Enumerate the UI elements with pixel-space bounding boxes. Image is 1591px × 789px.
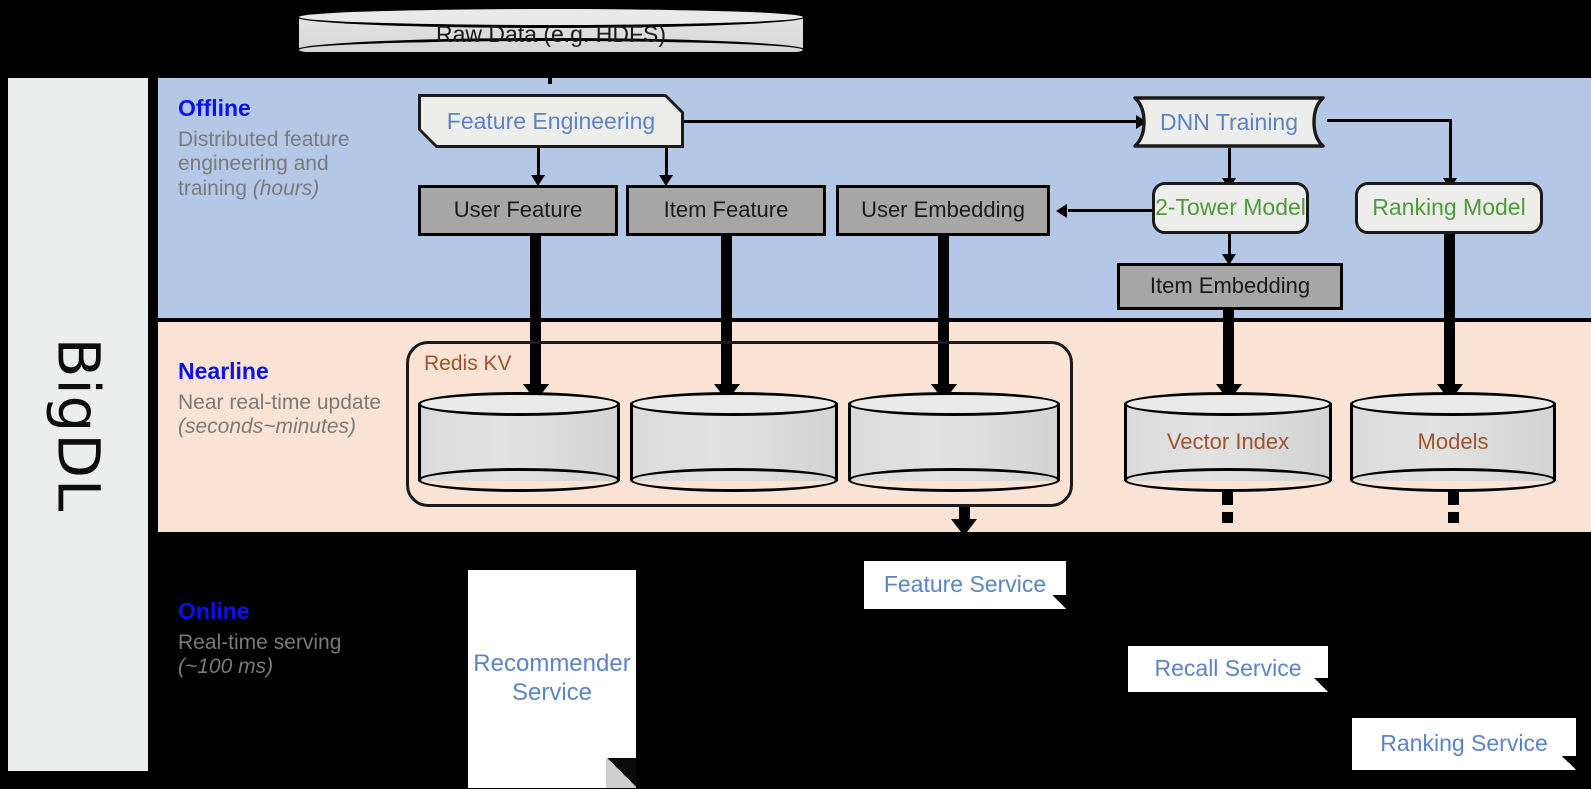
arrow-twotower-to-itememb-line: [1228, 234, 1231, 262]
arrow-rawdata-to-fe-head: [537, 62, 563, 79]
bigdl-text: BigDL: [44, 337, 113, 512]
bigdl-label: BigDL: [8, 78, 148, 771]
online-title: Online: [178, 598, 250, 624]
user-feature-label: User Feature: [453, 197, 583, 223]
connector-itemembedding-to-vectorindex: [1223, 308, 1234, 394]
cyl-top: [630, 392, 838, 416]
dnn-training-label: DNN Training: [1159, 108, 1299, 135]
arrow-twotower-to-userembedding-line: [1068, 209, 1160, 212]
cyl-bottom: [848, 468, 1060, 492]
item-embedding-label: Item Embedding: [1149, 273, 1311, 299]
connector-userfeature-to-redis: [530, 234, 541, 394]
cyl-body: [1124, 403, 1332, 481]
connector-vectorindex-stub-1: [1222, 492, 1233, 505]
item-feature-label: Item Feature: [663, 197, 789, 223]
recommender-service-label: Recommender Service: [473, 650, 631, 706]
arrow-dnn-to-ranking-v: [1449, 119, 1452, 182]
raw-data-cylinder-bottom: [296, 38, 806, 62]
redis-cylinder-item-feature: [630, 392, 838, 492]
nearline-subtitle: Near real-time update (seconds~minutes): [178, 391, 382, 439]
arrow-fe-to-itemfeature-line: [665, 148, 668, 178]
feature-service-label: Feature Service: [883, 571, 1047, 598]
two-tower-model-node[interactable]: 2-Tower Model: [1152, 182, 1309, 234]
connector-itemfeature-to-redis: [721, 234, 732, 394]
arrow-fe-to-itemfeature-head: [659, 175, 673, 186]
offline-title: Offline: [178, 95, 251, 121]
item-embedding-node[interactable]: Item Embedding: [1117, 263, 1343, 310]
cyl-top: [1350, 392, 1556, 416]
cyl-bottom: [1350, 468, 1556, 492]
connector-userembedding-to-redis: [938, 234, 949, 394]
user-embedding-node[interactable]: User Embedding: [836, 185, 1050, 236]
recall-service-label: Recall Service: [1154, 655, 1302, 682]
cyl-top: [848, 392, 1060, 416]
models-cylinder[interactable]: Models: [1350, 392, 1556, 492]
raw-data-cylinder-top: [296, 6, 806, 28]
page-fold-icon: [1562, 756, 1576, 770]
dnn-training-shape: [1133, 96, 1325, 148]
connector-vectorindex-stub-2: [1222, 512, 1233, 523]
models-label: Models: [1417, 429, 1489, 454]
arrow-dnn-to-twotower-line: [1228, 148, 1231, 182]
user-feature-node[interactable]: User Feature: [418, 185, 618, 236]
cyl-bottom: [1124, 468, 1332, 492]
feature-engineering-label: Feature Engineering: [421, 97, 681, 145]
recall-service-node[interactable]: Recall Service: [1128, 646, 1328, 692]
cyl-body: [630, 403, 838, 481]
arrow-twotower-to-itememb-head: [1222, 254, 1236, 265]
cyl-bottom: [418, 468, 620, 492]
cyl-top: [1124, 392, 1332, 416]
redis-kv-group: [406, 341, 1073, 507]
feature-engineering-node[interactable]: Feature Engineering: [418, 94, 684, 148]
arrow-twotower-to-userembedding-head: [1056, 204, 1067, 218]
arrow-fe-to-dnn-line: [684, 120, 1136, 123]
two-tower-model-label: 2-Tower Model: [1155, 194, 1306, 221]
item-feature-node[interactable]: Item Feature: [626, 185, 826, 236]
cyl-bottom: [630, 468, 838, 492]
ranking-service-node[interactable]: Ranking Service: [1352, 718, 1576, 770]
connector-redis-to-featureservice-head: [951, 519, 977, 536]
arrow-fe-to-dnn-head: [1136, 115, 1147, 129]
nearline-title: Nearline: [178, 358, 269, 384]
page-fold-icon: [1314, 678, 1328, 692]
connector-redis-to-featureservice-stub: [959, 507, 970, 521]
redis-cylinder-user-feature: [418, 392, 620, 492]
raw-data-cylinder: Raw Data (e.g. HDFS): [296, 6, 806, 62]
offline-section-label: Offline Distributed feature engineering …: [178, 95, 358, 201]
online-subtitle: Real-time serving (~100 ms): [178, 631, 342, 679]
cyl-top: [418, 392, 620, 416]
redis-cylinder-user-embedding: [848, 392, 1060, 492]
ranking-service-label: Ranking Service: [1380, 730, 1548, 757]
connector-models-stub-1: [1448, 492, 1459, 505]
arrow-dnn-to-ranking-h: [1327, 119, 1452, 122]
vector-index-cylinder[interactable]: Vector Index: [1124, 392, 1332, 492]
recommender-service-node[interactable]: Recommender Service: [468, 570, 636, 788]
user-embedding-label: User Embedding: [861, 197, 1025, 223]
raw-data-label: Raw Data (e.g. HDFS): [435, 20, 667, 47]
redis-kv-label: Redis KV: [424, 352, 512, 375]
bigdl-panel: [8, 78, 148, 771]
offline-subtitle: Distributed feature engineering and trai…: [178, 128, 350, 200]
arrow-fe-to-userfeature-head: [531, 175, 545, 186]
arrow-fe-to-userfeature-line: [537, 148, 540, 178]
connector-models-stub-2: [1448, 512, 1459, 523]
nearline-section-label: Nearline Near real-time update (seconds~…: [178, 358, 408, 440]
connector-rankingmodel-to-models: [1444, 234, 1455, 394]
ranking-model-label: Ranking Model: [1372, 194, 1526, 221]
page-fold-icon: [1052, 595, 1066, 609]
dnn-training-node[interactable]: DNN Training: [1131, 96, 1327, 148]
vector-index-label: Vector Index: [1166, 429, 1290, 454]
ranking-model-node[interactable]: Ranking Model: [1355, 182, 1543, 234]
page-fold-icon: [606, 758, 636, 788]
feature-service-node[interactable]: Feature Service: [864, 561, 1066, 609]
online-section-label: Online Real-time serving (~100 ms): [178, 598, 378, 680]
